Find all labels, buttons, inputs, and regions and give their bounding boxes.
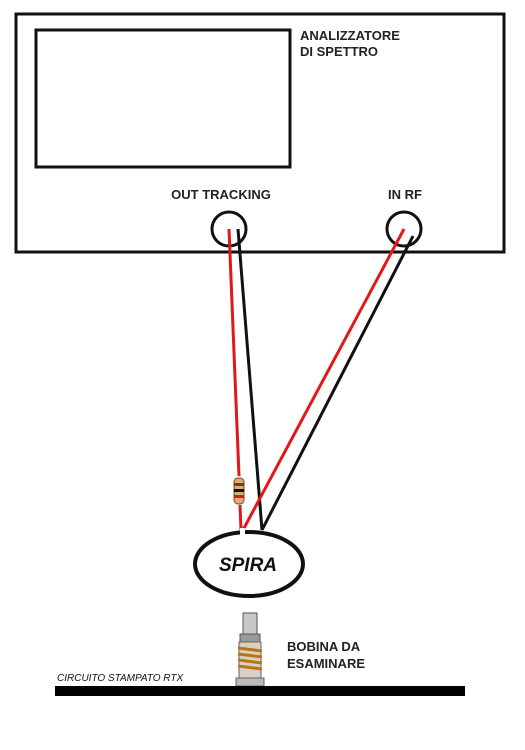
resistor-lead-wire [238,504,243,531]
pickup-loop [193,530,305,598]
coil-label-line2: ESAMINARE [287,656,365,671]
out-tracking-label: OUT TRACKING [171,187,271,202]
coil-label-line1: BOBINA DA [287,639,361,654]
analyzer-screen [34,28,292,169]
out-tracking-signal-wire [227,228,241,477]
resistor-icon [233,477,245,505]
in-rf-signal-wire [241,228,406,531]
pcb-board [55,686,465,696]
out-tracking-ground-wire [236,228,264,531]
coil-icon [235,612,265,687]
loop-gap [240,528,245,536]
analyzer-title-line2: DI SPETTRO [300,44,378,59]
loop-label: SPIRA [219,555,277,576]
in-rf-ground-wire [260,235,415,531]
in-rf-label: IN RF [388,187,422,202]
pcb-label: CIRCUITO STAMPATO RTX [57,673,183,684]
analyzer-title-line1: ANALIZZATORE [300,28,400,43]
